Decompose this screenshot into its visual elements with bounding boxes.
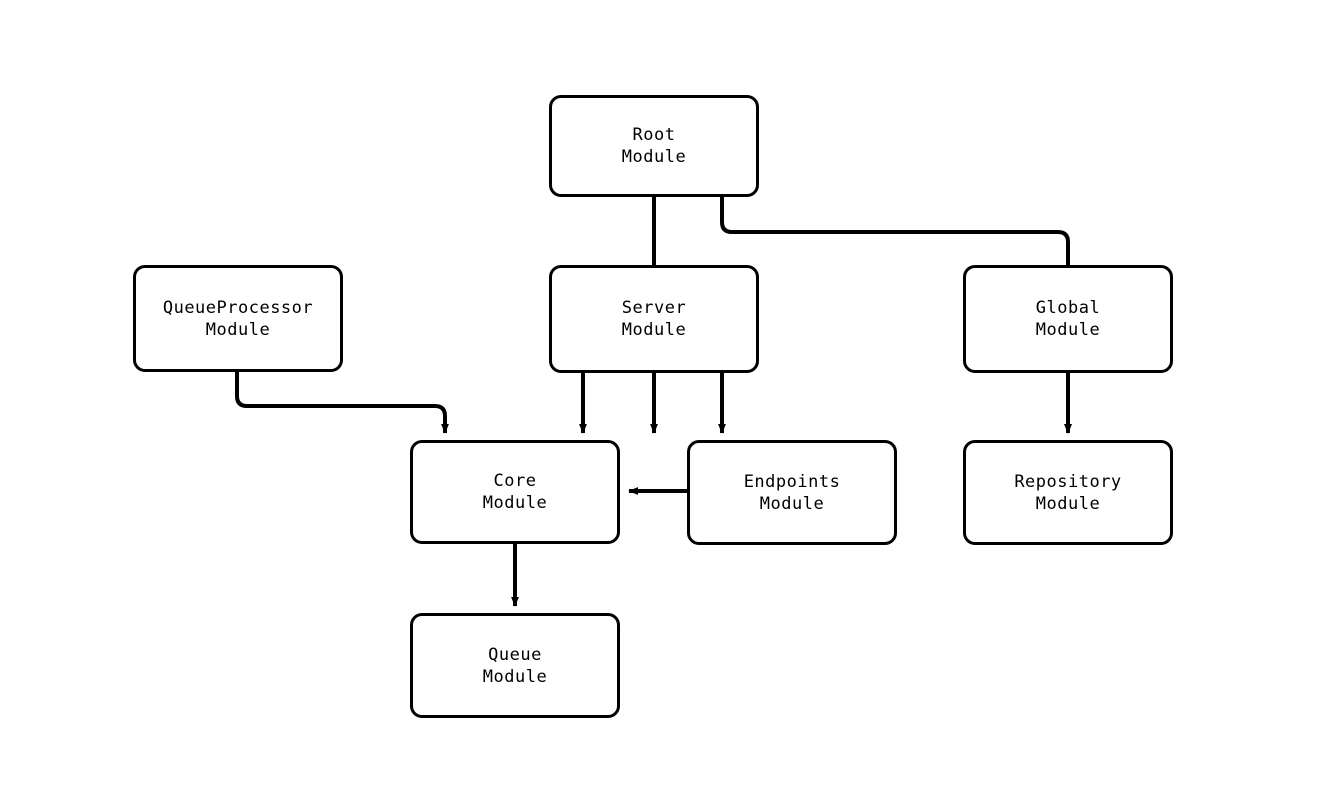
node-subtitle: Module	[205, 319, 271, 340]
node-title: Global	[1035, 298, 1101, 318]
node-root-module[interactable]: Root Module	[549, 95, 759, 197]
node-title: Server	[621, 298, 687, 318]
node-subtitle: Module	[621, 147, 687, 167]
edge-queueprocessor-core	[235, 372, 449, 434]
node-title: Repository	[1014, 471, 1122, 492]
node-core-module[interactable]: Core Module	[410, 440, 620, 544]
node-endpoints-module[interactable]: Endpoints Module	[687, 440, 897, 545]
node-title: Root	[632, 125, 676, 145]
node-subtitle: Module	[482, 493, 548, 513]
node-title: Core	[493, 471, 537, 491]
node-title: QueueProcessor	[162, 297, 314, 318]
node-title: Queue	[488, 644, 542, 665]
node-global-module[interactable]: Global Module	[963, 265, 1173, 373]
node-title: Endpoints	[743, 471, 841, 492]
node-subtitle: Module	[621, 320, 687, 340]
node-subtitle: Module	[482, 666, 548, 687]
node-repository-module[interactable]: Repository Module	[963, 440, 1173, 545]
node-subtitle: Module	[1035, 493, 1101, 514]
node-server-module[interactable]: Server Module	[549, 265, 759, 373]
edge-root-global	[720, 197, 1072, 434]
node-queueprocessor-module[interactable]: QueueProcessor Module	[133, 265, 343, 372]
node-queue-module[interactable]: Queue Module	[410, 613, 620, 718]
node-subtitle: Module	[1035, 320, 1101, 340]
node-subtitle: Module	[759, 493, 825, 514]
